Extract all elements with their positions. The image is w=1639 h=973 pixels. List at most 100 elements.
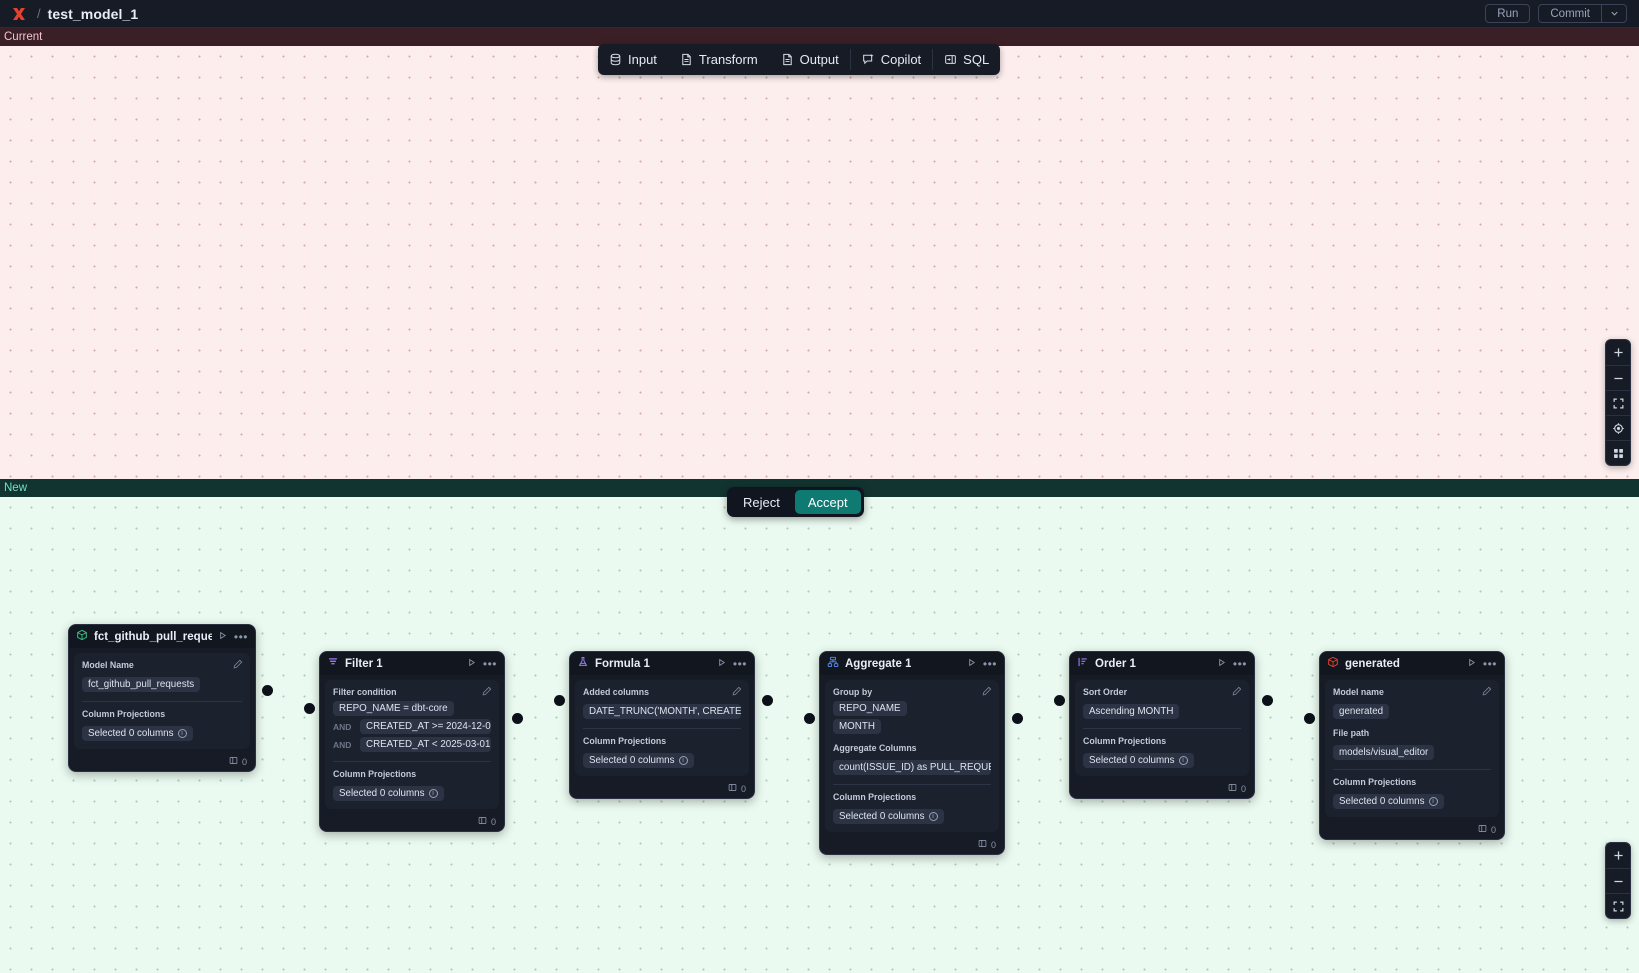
more-options-icon[interactable]: ••• [233, 629, 248, 644]
section-label-group-by: Group by [833, 687, 873, 697]
node-port[interactable] [1304, 713, 1315, 724]
row-count: 0 [740, 783, 746, 794]
section-label-column-projections: Column Projections [833, 792, 917, 802]
group-by-chip[interactable]: MONTH [833, 719, 881, 734]
toolbar-label-copilot: Copilot [880, 52, 922, 67]
reject-button[interactable]: Reject [743, 494, 780, 510]
node-port[interactable] [804, 713, 815, 724]
filter-condition-chip[interactable]: CREATED_AT >= 2024-12-01 [360, 719, 491, 734]
flow-node-filter[interactable]: Filter 1 ••• Filter condition REPO_NAME … [319, 651, 505, 832]
info-icon[interactable]: i [1178, 756, 1188, 765]
column-projections-chip[interactable]: Selected 0 columns i [333, 786, 444, 801]
columns-count-icon [728, 783, 737, 794]
node-port[interactable] [554, 695, 565, 706]
play-icon[interactable] [717, 658, 726, 670]
info-icon[interactable]: i [1428, 797, 1438, 806]
info-icon[interactable]: i [177, 729, 187, 738]
edit-pencil-icon[interactable] [982, 686, 992, 699]
node-port[interactable] [1054, 695, 1065, 706]
panel-icon [944, 53, 957, 66]
edit-pencil-icon[interactable] [1482, 686, 1492, 699]
toolbar-item-input[interactable]: Input [598, 44, 668, 75]
zoom-in-icon[interactable] [1606, 843, 1630, 868]
column-projections-chip[interactable]: Selected 0 columns i [1083, 753, 1194, 768]
flow-node-formula[interactable]: Formula 1 ••• Added columns DATE_TRUNC('… [569, 651, 755, 799]
canvas-current[interactable] [0, 46, 1639, 479]
zoom-out-icon[interactable] [1606, 365, 1630, 390]
node-port[interactable] [262, 685, 273, 696]
node-header: Formula 1 ••• [570, 652, 754, 675]
commit-button[interactable]: Commit [1538, 4, 1601, 23]
play-icon[interactable] [218, 631, 227, 643]
info-icon[interactable]: i [678, 756, 688, 765]
filter-condition-row: REPO_NAME = dbt-core [333, 701, 491, 716]
more-options-icon[interactable]: ••• [982, 656, 997, 671]
divider [82, 701, 242, 702]
columns-count-icon [478, 816, 487, 827]
fit-view-icon[interactable] [1606, 390, 1630, 415]
filter-condition-row: AND CREATED_AT >= 2024-12-01 [333, 719, 491, 734]
file-path-chip[interactable]: models/visual_editor [1333, 745, 1435, 760]
more-options-icon[interactable]: ••• [732, 656, 747, 671]
zoom-out-icon[interactable] [1606, 868, 1630, 893]
column-projections-chip[interactable]: Selected 0 columns i [1333, 794, 1444, 809]
column-projections-chip[interactable]: Selected 0 columns i [583, 753, 694, 768]
grid-icon[interactable] [1606, 440, 1630, 465]
columns-count-icon [229, 756, 238, 767]
toolbar-label-sql: SQL [963, 52, 990, 67]
toolbar-item-sql[interactable]: SQL [933, 44, 1000, 75]
edit-pencil-icon[interactable] [1232, 686, 1242, 699]
aggregate-columns-chip[interactable]: count(ISSUE_ID) as PULL_REQUEST_… [833, 760, 991, 775]
info-icon[interactable]: i [928, 812, 938, 821]
canvas-new[interactable]: fct_github_pull_requests ••• Model Name … [0, 497, 1639, 973]
toolbar-item-copilot[interactable]: Copilot [851, 44, 932, 75]
edit-pencil-icon[interactable] [482, 686, 492, 699]
logo-mark-icon[interactable] [8, 3, 30, 25]
flow-node-order[interactable]: Order 1 ••• Sort Order Ascending MONTH C… [1069, 651, 1255, 799]
accept-button[interactable]: Accept [794, 490, 861, 514]
node-title: Filter 1 [345, 657, 383, 670]
node-port[interactable] [1262, 695, 1273, 706]
node-port[interactable] [1012, 713, 1023, 724]
play-icon[interactable] [967, 658, 976, 670]
flow-node-aggregate[interactable]: Aggregate 1 ••• Group by REPO_NAME MONT [819, 651, 1005, 855]
node-footer: 0 [820, 837, 1004, 854]
node-body: Added columns DATE_TRUNC('MONTH', CREATE… [575, 680, 749, 776]
column-projections-chip[interactable]: Selected 0 columns i [82, 726, 193, 741]
chevron-down-icon[interactable] [1601, 4, 1627, 23]
model-name-chip[interactable]: fct_github_pull_requests [82, 677, 201, 692]
toolbar-item-output[interactable]: Output [769, 44, 850, 75]
zoom-in-icon[interactable] [1606, 340, 1630, 365]
node-body: Model Name fct_github_pull_requests Colu… [74, 653, 250, 749]
node-header-actions: ••• [467, 658, 497, 670]
fit-view-icon[interactable] [1606, 893, 1630, 918]
flow-node-generated[interactable]: generated ••• Model name generated File … [1319, 651, 1505, 840]
node-port[interactable] [304, 703, 315, 714]
lock-target-icon[interactable] [1606, 415, 1630, 440]
info-icon[interactable]: i [428, 789, 438, 798]
toolbar-item-transform[interactable]: Transform [668, 44, 769, 75]
added-columns-chip[interactable]: DATE_TRUNC('MONTH', CREATED_AT… [583, 704, 741, 719]
sort-order-chip[interactable]: Ascending MONTH [1083, 704, 1180, 719]
more-options-icon[interactable]: ••• [1482, 656, 1497, 671]
model-name-chip[interactable]: generated [1333, 704, 1390, 719]
run-button[interactable]: Run [1485, 4, 1531, 23]
play-icon[interactable] [1217, 658, 1226, 670]
more-options-icon[interactable]: ••• [1232, 656, 1247, 671]
flow-node-source[interactable]: fct_github_pull_requests ••• Model Name … [68, 624, 256, 772]
play-icon[interactable] [467, 658, 476, 670]
filter-condition-chip[interactable]: CREATED_AT < 2025-03-01 [360, 737, 491, 752]
database-icon [609, 53, 622, 66]
column-projections-chip[interactable]: Selected 0 columns i [833, 809, 944, 824]
node-port[interactable] [512, 713, 523, 724]
edit-pencil-icon[interactable] [233, 659, 243, 672]
play-icon[interactable] [1467, 658, 1476, 670]
node-port[interactable] [762, 695, 773, 706]
filter-condition-chip[interactable]: REPO_NAME = dbt-core [333, 701, 454, 716]
more-options-icon[interactable]: ••• [482, 656, 497, 671]
group-by-row: REPO_NAME [833, 701, 991, 716]
section-label-filter-condition: Filter condition [333, 687, 397, 697]
edit-pencil-icon[interactable] [732, 686, 742, 699]
condition-operator: AND [333, 721, 352, 732]
group-by-chip[interactable]: REPO_NAME [833, 701, 907, 716]
